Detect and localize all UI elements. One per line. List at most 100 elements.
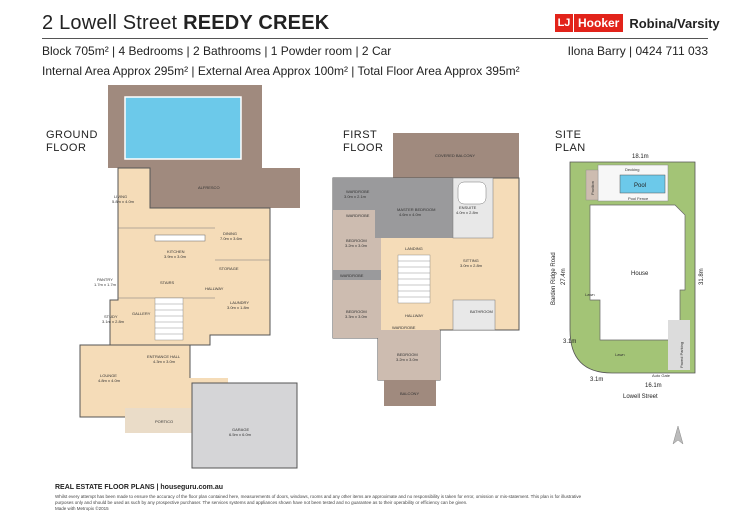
label-lawn-2: Lawn	[615, 352, 625, 357]
first-floor-plan: COVERED BALCONY WARDROBE 3.0m x 2.1m WAR…	[332, 133, 520, 406]
label-lawn-1: Lawn	[585, 292, 595, 297]
ground-floor-plan: ALFRESCO LIVING 5.8m x 4.0m DINING 7.0m …	[79, 85, 300, 469]
site-pool	[619, 174, 666, 194]
paved-parking	[668, 320, 690, 370]
label-bedroom-2: BEDROOM	[346, 309, 367, 314]
label-garage: GARAGE	[232, 427, 249, 432]
dim-wardrobe: 3.0m x 2.1m	[344, 194, 367, 199]
dim-entrance: 4.3m x 3.0m	[153, 359, 176, 364]
dim-dining: 7.0m x 3.6m	[220, 236, 243, 241]
ground-interior	[109, 167, 271, 346]
dim-living: 5.8m x 4.0m	[112, 199, 135, 204]
agency-logo: LJ Hooker Robina/Varsity	[555, 14, 720, 32]
label-wardrobe-4: WARDROBE	[392, 325, 416, 330]
garage-area	[191, 382, 298, 469]
label-wardrobe-3: WARDROBE	[340, 273, 364, 278]
dim-corner-b: 3.1m	[590, 377, 603, 383]
label-bathroom: BATHROOM	[470, 309, 493, 314]
wardrobe-2	[333, 210, 375, 220]
label-covered-balcony: COVERED BALCONY	[435, 153, 475, 158]
pavilion	[585, 169, 599, 201]
dim-right: 31.8m	[699, 268, 705, 285]
label-pool-fence: Pool Fence	[628, 196, 649, 201]
label-auto-gate: Auto Gate	[652, 373, 671, 378]
lj-logo-mark: LJ	[555, 14, 573, 32]
label-decking: Decking	[625, 167, 639, 172]
address-suburb: REEDY CREEK	[183, 12, 330, 34]
bath-tub	[457, 181, 487, 205]
bedroom-3	[378, 330, 440, 380]
dim-kitchen: 3.9m x 3.0m	[164, 254, 187, 259]
label-bedroom-3: BEDROOM	[397, 352, 418, 357]
label-portico: PORTICO	[155, 419, 173, 424]
dim-lounge: 4.8m x 4.0m	[98, 378, 121, 383]
wardrobe-3	[333, 270, 381, 280]
dim-pantry: 1.7m x 1.7m	[94, 282, 117, 287]
dim-bottom: 16.1m	[645, 383, 662, 389]
site-plan: 18.1m 27.4m 31.8m 16.1m 3.1m 3.1m Barden…	[551, 154, 705, 400]
footer-brand: REAL ESTATE FLOOR PLANS | houseguru.com.…	[55, 484, 224, 491]
label-wardrobe: WARDROBE	[346, 189, 370, 194]
bathroom	[452, 299, 496, 331]
label-balcony: BALCONY	[400, 391, 419, 396]
header-rule	[42, 38, 708, 39]
address-street: 2 Lowell Street	[42, 12, 178, 34]
label-living: LIVING	[114, 194, 127, 199]
label-stairs: STAIRS	[160, 280, 174, 285]
label-dining: DINING	[223, 231, 237, 236]
label-hallway-1: HALLWAY	[405, 313, 424, 318]
road-left: Barden Ridge Road	[551, 252, 557, 305]
label-kitchen: KITCHEN	[167, 249, 185, 254]
label-ensuite: ENSUITE	[459, 205, 477, 210]
label-site-pool: Pool	[634, 183, 646, 189]
portico-area	[125, 408, 195, 433]
label-study: STUDY	[104, 314, 118, 319]
road-bottom: Lowell Street	[623, 394, 658, 400]
label-gallery: GALLERY	[132, 311, 151, 316]
areas-line: Internal Area Approx 295m² | External Ar…	[42, 64, 520, 78]
label-pavilion: Pavilion	[590, 181, 595, 195]
disclaimer-text: Whilst every attempt has been made to en…	[55, 494, 582, 505]
label-landing: LANDING	[405, 246, 423, 251]
label-entrance: ENTRANCE HALL	[147, 354, 181, 359]
dim-laundry: 3.0m x 1.8m	[227, 305, 250, 310]
label-house: House	[631, 271, 649, 277]
site-house	[589, 204, 686, 341]
label-lounge: LOUNGE	[100, 373, 117, 378]
dim-bedroom-1: 3.2m x 3.0m	[345, 243, 368, 248]
wardrobe-1	[333, 178, 375, 210]
dim-sitting: 3.0m x 2.8m	[460, 263, 483, 268]
covered-balcony-area	[393, 133, 519, 178]
ground-stairs	[154, 297, 184, 341]
dim-ensuite: 4.0m x 2.8m	[456, 210, 479, 215]
dim-corner-a: 3.1m	[563, 339, 576, 345]
label-hallway: HALLWAY	[205, 286, 224, 291]
master-bedroom	[375, 178, 453, 238]
label-alfresco: ALFRESCO	[198, 185, 220, 190]
office-name: Robina/Varsity	[629, 15, 720, 31]
logo-name: Hooker	[574, 14, 624, 32]
alfresco-area	[150, 168, 300, 208]
dim-study: 3.1m x 2.8m	[102, 319, 125, 324]
label-laundry: LAUNDRY	[230, 300, 249, 305]
dim-bedroom-2: 3.3m x 3.0m	[345, 314, 368, 319]
label-bedroom-1: BEDROOM	[346, 238, 367, 243]
balcony-area	[384, 380, 436, 406]
property-address: 2 Lowell Street REEDY CREEK	[42, 12, 329, 35]
pool	[124, 96, 242, 160]
site-plan-title: SITE PLAN	[555, 129, 586, 154]
made-with: Made with Metropix ©2015	[55, 506, 109, 511]
label-master: MASTER BEDROOM	[397, 207, 435, 212]
dim-top: 18.1m	[632, 154, 649, 160]
first-floor-title: FIRST FLOOR	[343, 129, 384, 154]
label-paved: Paved Parking	[679, 342, 684, 368]
dim-bedroom-3: 3.2m x 3.0m	[396, 357, 419, 362]
footer-disclaimer: Whilst every attempt has been made to en…	[55, 494, 595, 512]
ground-floor-title: GROUND FLOOR	[46, 129, 98, 154]
floor-plans: ALFRESCO LIVING 5.8m x 4.0m DINING 7.0m …	[79, 85, 705, 469]
label-pantry: PANTRY	[97, 277, 113, 282]
kitchen-bench	[154, 234, 206, 242]
dim-left: 27.4m	[561, 268, 567, 285]
label-storage: STORAGE	[219, 266, 239, 271]
label-wardrobe-2: WARDROBE	[346, 213, 370, 218]
